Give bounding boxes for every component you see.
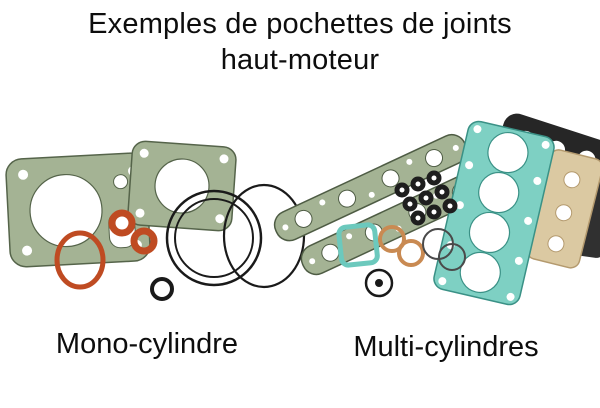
small-teal-gasket	[336, 222, 380, 268]
oil-seal	[364, 268, 394, 298]
valve-stem-seals	[394, 170, 458, 226]
o-ring	[130, 227, 158, 255]
cylinder-head-gasket	[127, 140, 237, 232]
label-mono-cylindre: Mono-cylindre	[55, 328, 239, 360]
multi-cylinder-gasket-set	[273, 113, 600, 306]
o-ring	[108, 209, 136, 237]
mono-cylinder-gasket-set	[5, 140, 306, 301]
o-ring	[397, 239, 425, 267]
thin-metal-ring	[438, 243, 466, 271]
small-seal-ring	[150, 277, 174, 301]
gasket-kits-illustration	[5, 113, 600, 306]
label-multi-cylindres: Multi-cylindres	[353, 331, 539, 363]
cylinder-base-gasket	[5, 152, 151, 268]
exhaust-o-ring	[54, 230, 106, 290]
page-title-line1: Exemples de pochettes de joints	[88, 8, 512, 40]
page-title-line2: haut-moteur	[220, 44, 380, 76]
cover-gasket-rings	[165, 183, 306, 289]
page-title: Exemples de pochettes de joints haut-mot…	[0, 6, 600, 78]
o-ring	[378, 225, 406, 253]
